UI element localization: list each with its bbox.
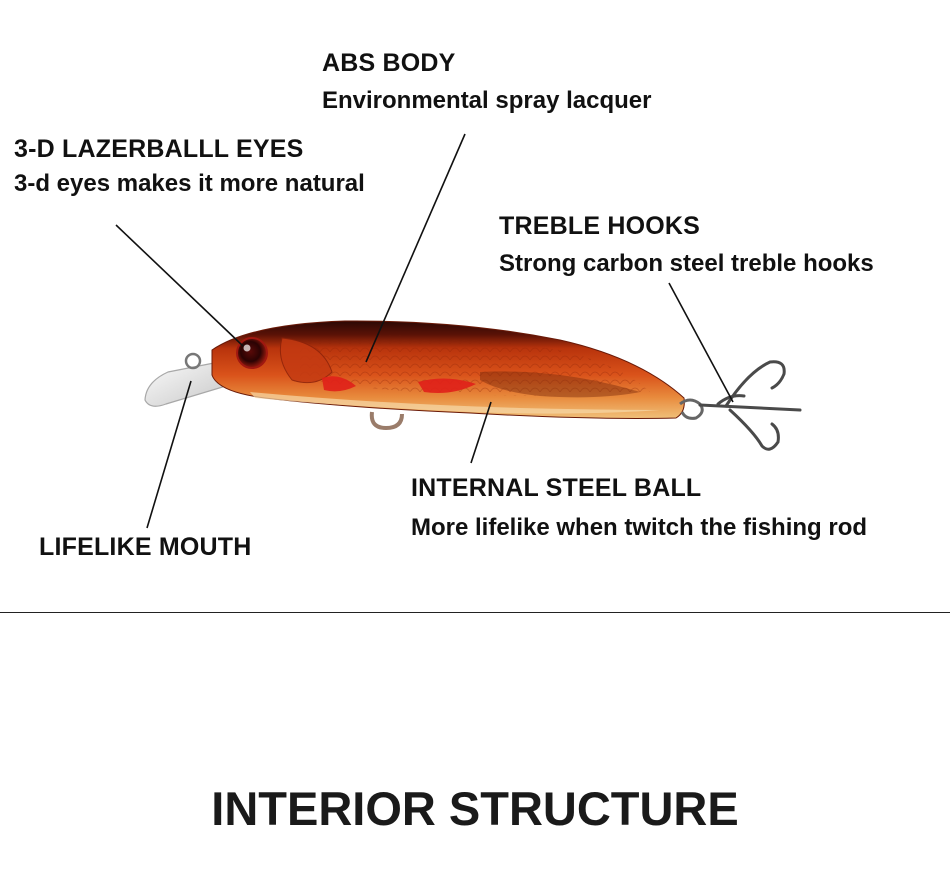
lure-scale-texture xyxy=(300,335,650,396)
leader-line-abs-body xyxy=(365,133,466,363)
lure-lip xyxy=(144,362,227,407)
section-divider xyxy=(0,612,950,613)
leader-lines xyxy=(115,133,734,529)
eyes-description: 3-d eyes makes it more natural xyxy=(14,170,365,197)
section-title: INTERIOR STRUCTURE xyxy=(211,782,739,835)
steel-ball-title: INTERNAL STEEL BALL xyxy=(411,474,702,502)
abs-body-title: ABS BODY xyxy=(322,49,456,77)
lure-eye xyxy=(236,337,268,369)
lure-red-patch-front xyxy=(322,376,356,392)
lure-belly-highlight xyxy=(250,392,660,414)
treble-hooks-title: TREBLE HOOKS xyxy=(499,212,701,240)
line-tie-ring xyxy=(184,352,202,370)
leader-line-mouth xyxy=(146,380,192,529)
treble-hooks-description: Strong carbon steel treble hooks xyxy=(499,250,874,277)
mouth-title: LIFELIKE MOUTH xyxy=(39,533,252,561)
leader-line-eyes xyxy=(115,224,244,347)
lure-red-patch-mid xyxy=(418,378,476,393)
lure-gill xyxy=(279,337,333,384)
leader-line-treble-hooks xyxy=(668,282,734,403)
lure-lateral-band xyxy=(480,371,640,398)
abs-body-description: Environmental spray lacquer xyxy=(322,87,652,114)
lure-diagram xyxy=(115,133,802,529)
lure-eye-highlight xyxy=(243,344,251,352)
treble-hook xyxy=(698,360,802,451)
leader-line-steel-ball xyxy=(470,401,492,464)
belly-hook-hanger xyxy=(369,411,404,431)
eyes-title: 3-D LAZERBALLL EYES xyxy=(14,135,304,163)
steel-ball-description: More lifelike when twitch the fishing ro… xyxy=(411,514,868,541)
tail-split-ring xyxy=(679,398,704,420)
